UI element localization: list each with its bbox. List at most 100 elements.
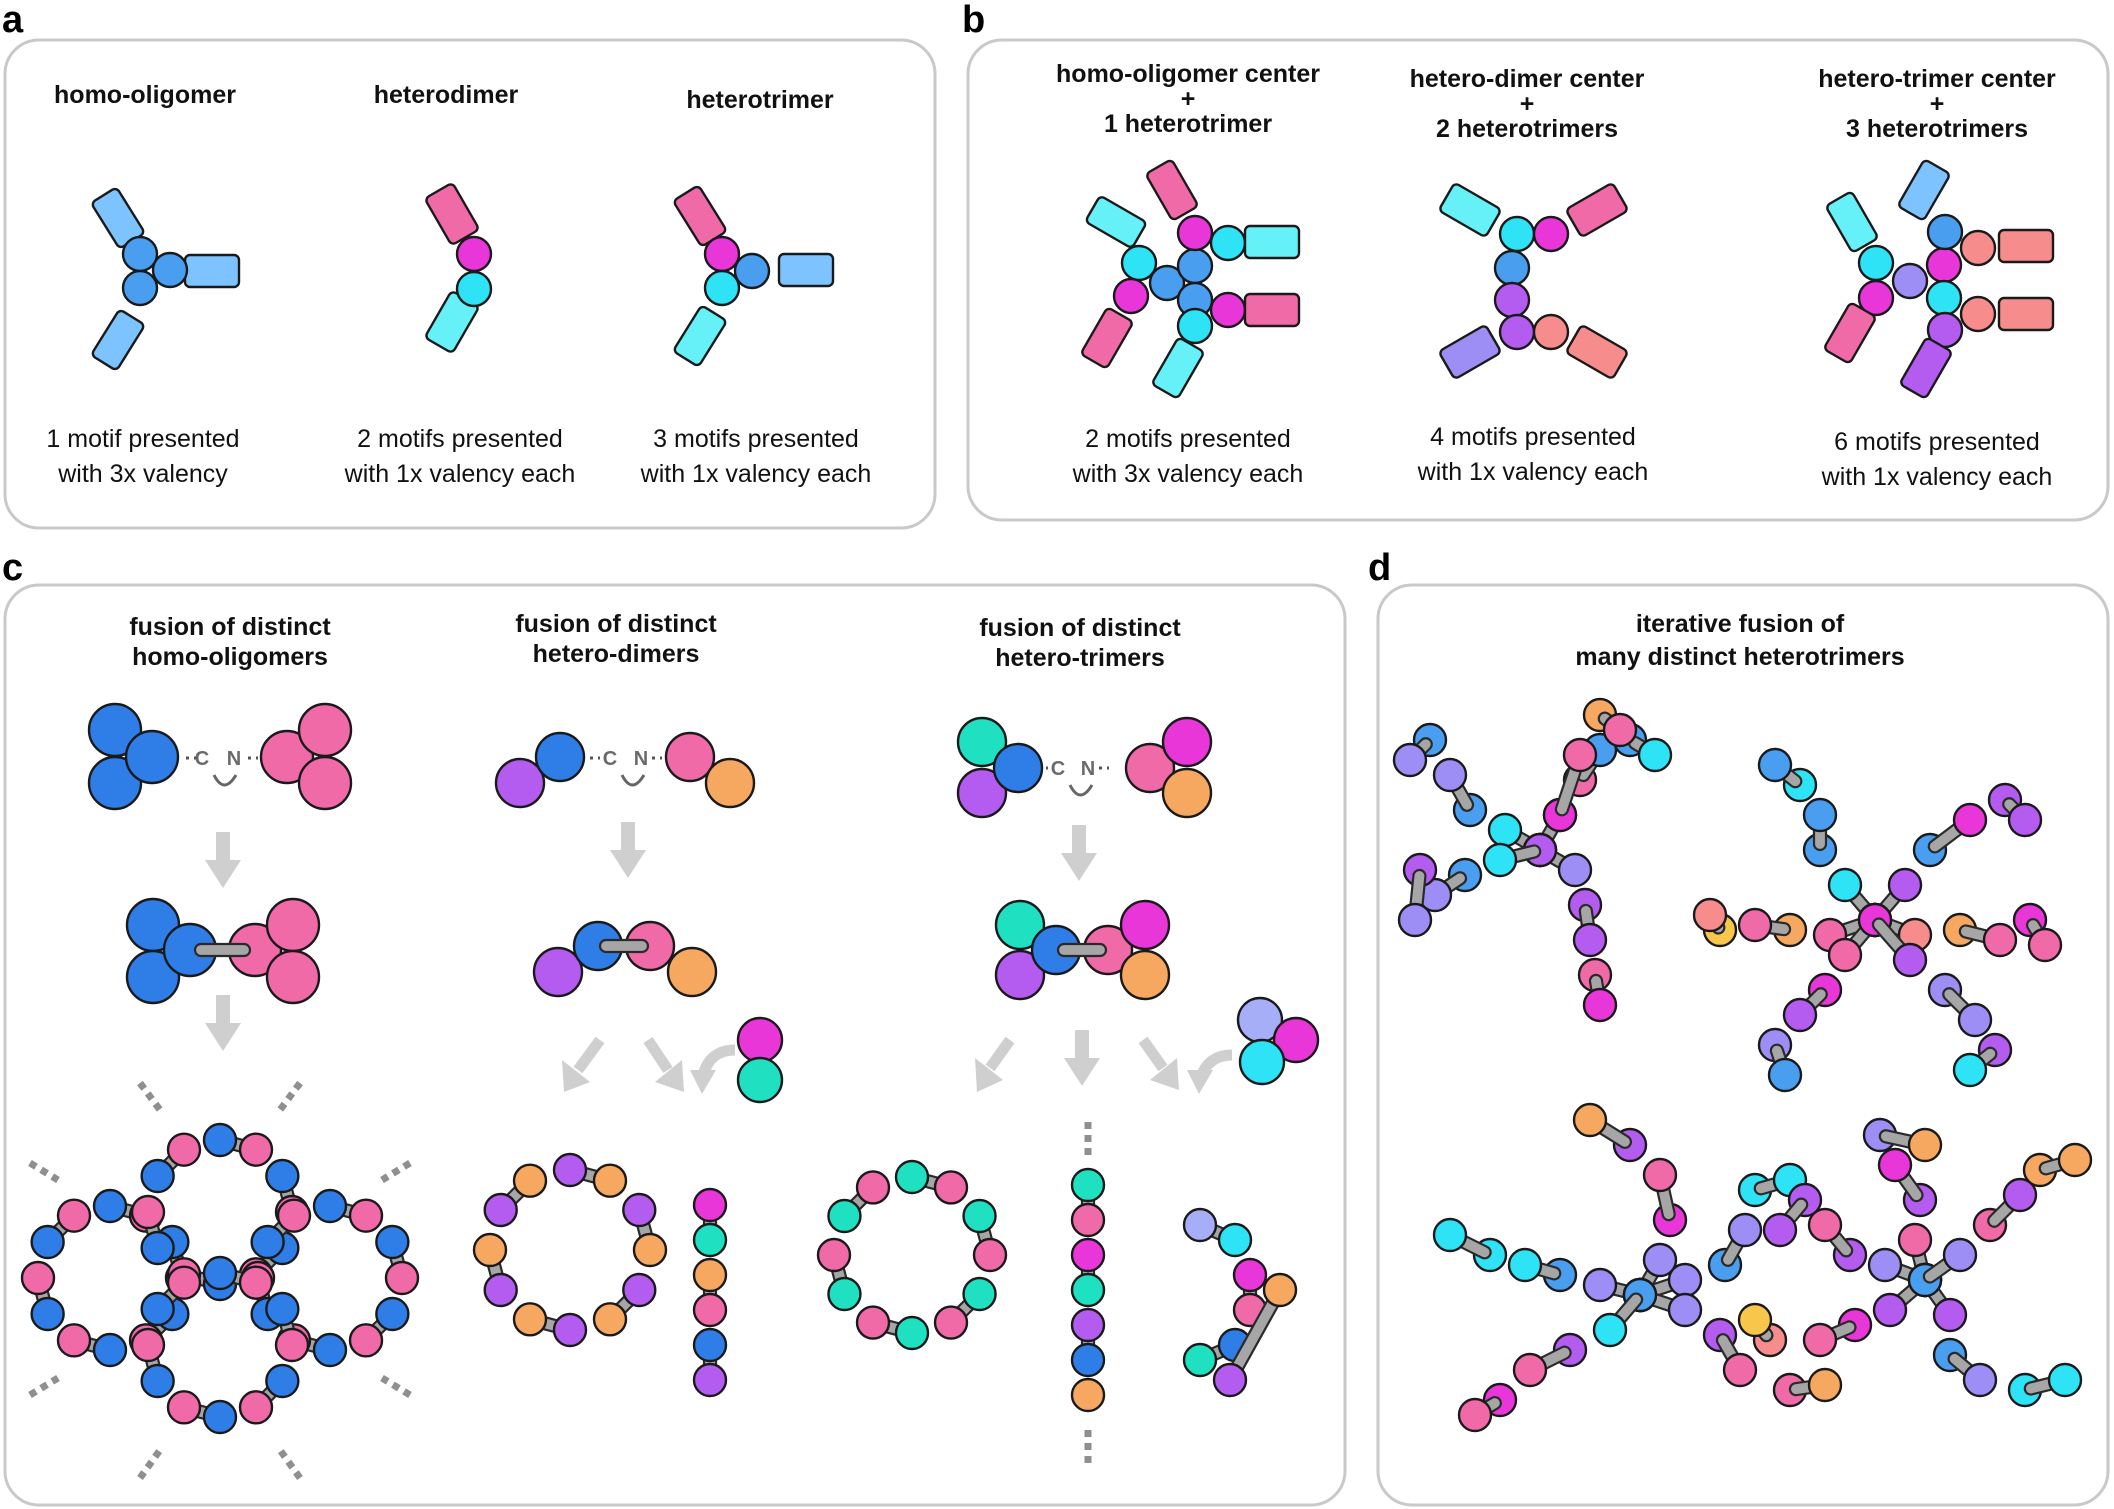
panel-a-caption-1-line1: 1 motif presented [46, 425, 239, 453]
subunit-bead [297, 755, 353, 811]
subunit-bead [1925, 279, 1963, 317]
subunit-bead [20, 1260, 56, 1296]
subunit-bead [375, 1224, 410, 1260]
subunit-bead [827, 1198, 862, 1234]
subunit-bead [1232, 1257, 1268, 1293]
panel-b-letter: b [962, 0, 985, 41]
subunit-bead [312, 1332, 348, 1368]
binding-motif [91, 309, 145, 371]
subunit-bead [140, 1230, 175, 1266]
subunit-bead [736, 1016, 784, 1064]
panel-c-box [3, 583, 1347, 1507]
subunit-bead [855, 1170, 891, 1205]
subunit-bead [1493, 281, 1531, 319]
subunit-bead [166, 1265, 202, 1300]
subunit-bead [1907, 1127, 1943, 1163]
subunit-bead [238, 1390, 274, 1425]
subunit-bead [1493, 249, 1531, 287]
c-terminus-label-2: C [603, 748, 617, 770]
subunit-bead [1557, 852, 1593, 888]
binding-motif [1439, 325, 1501, 379]
subunit-bead [1457, 1397, 1493, 1433]
subunit-bead [455, 235, 493, 273]
subunit-bead [151, 251, 189, 289]
subunit-bead [692, 1187, 728, 1223]
subunit-bead [733, 252, 771, 290]
subunit-bead [265, 949, 321, 1005]
subunit-bead [1757, 747, 1793, 783]
subunit-bead [1432, 757, 1468, 793]
subunit-bead [30, 1224, 65, 1260]
subunit-bead [1148, 264, 1186, 302]
subunit-bead [692, 1362, 728, 1398]
subunit-bead [512, 1163, 548, 1198]
panel-b-caption-2-line2: with 1x valency each [1417, 458, 1649, 486]
n-terminus-label-3: N [1081, 758, 1095, 780]
fusion-curl-icon-2 [620, 774, 646, 787]
subunit-bead [962, 1276, 997, 1312]
subunit-bead [1487, 812, 1523, 848]
subunit-bead [1161, 716, 1213, 768]
subunit-bead [1667, 1292, 1703, 1328]
subunit-bead [274, 1327, 310, 1363]
subunit-bead [1119, 899, 1171, 951]
binding-motif [1997, 228, 2055, 264]
subunit-bead [1582, 1267, 1618, 1303]
subunit-bead [312, 1188, 348, 1224]
subunit-bead [259, 729, 315, 785]
panel-b-title-3-plus: + [1930, 90, 1945, 118]
down-arrow-icon [621, 822, 635, 852]
subunit-bead [1120, 244, 1158, 282]
panel-a-caption-2-line1: 2 motifs presented [357, 425, 563, 453]
subunit-bead [1209, 224, 1247, 262]
subunit-bead [1637, 737, 1673, 773]
subunit-bead [92, 1332, 128, 1368]
subunit-bead [166, 1132, 202, 1167]
subunit-bead [933, 1170, 969, 1205]
subunit-bead [1182, 1342, 1218, 1378]
subunit-bead [375, 1296, 410, 1332]
subunit-bead [894, 1159, 930, 1195]
subunit-bead [1572, 922, 1608, 958]
panel-a-caption-3-line1: 3 motifs presented [653, 425, 859, 453]
subunit-bead [632, 1232, 668, 1268]
panel-c-letter: c [2, 547, 23, 589]
subunit-bead [532, 946, 584, 998]
subunit-bead [956, 767, 1008, 819]
c-terminus-label-1: C [195, 748, 209, 770]
subunit-bead [483, 1192, 518, 1228]
panel-b-title-1-line1: homo-oligomer center [1056, 60, 1320, 88]
subunit-bead [238, 1132, 274, 1167]
panel-a-letter: a [2, 0, 24, 41]
panel-b-caption-3-line1: 6 motifs presented [1834, 428, 2040, 456]
subunit-bead [1124, 742, 1176, 794]
subunit-bead [1238, 1038, 1286, 1086]
subunit-bead [1532, 313, 1570, 351]
subunit-bead [1397, 902, 1433, 938]
panel-c-title-3-line2: hetero-trimers [995, 644, 1165, 672]
subunit-bead [30, 1296, 65, 1332]
subunit-bead [1932, 1297, 1968, 1333]
subunit-bead [1692, 897, 1728, 933]
subunit-bead [1737, 1302, 1773, 1338]
subunit-bead [1070, 1237, 1106, 1273]
subunit-bead [956, 716, 1008, 768]
subunit-bead [1667, 1262, 1703, 1298]
binding-motif [673, 305, 727, 367]
panel-b-caption-1-line1: 2 motifs presented [1085, 425, 1291, 453]
subunit-bead [1209, 291, 1247, 329]
subunit-bead [552, 1152, 588, 1188]
subunit-bead [124, 729, 180, 785]
fusion-curl-icon [212, 774, 238, 787]
subunit-bead [1891, 262, 1929, 300]
binding-motif [1566, 183, 1628, 237]
subunit-bead [622, 1272, 657, 1308]
subunit-bead [92, 1188, 128, 1224]
down-arrow-icon [1075, 1030, 1089, 1060]
subunit-bead [276, 1198, 312, 1233]
panel-b-title-1-line2: 1 heterotrimer [1104, 110, 1272, 138]
subunit-bead [552, 1312, 588, 1348]
subunit-bead [1070, 1377, 1106, 1413]
subunit-bead [238, 1265, 274, 1300]
